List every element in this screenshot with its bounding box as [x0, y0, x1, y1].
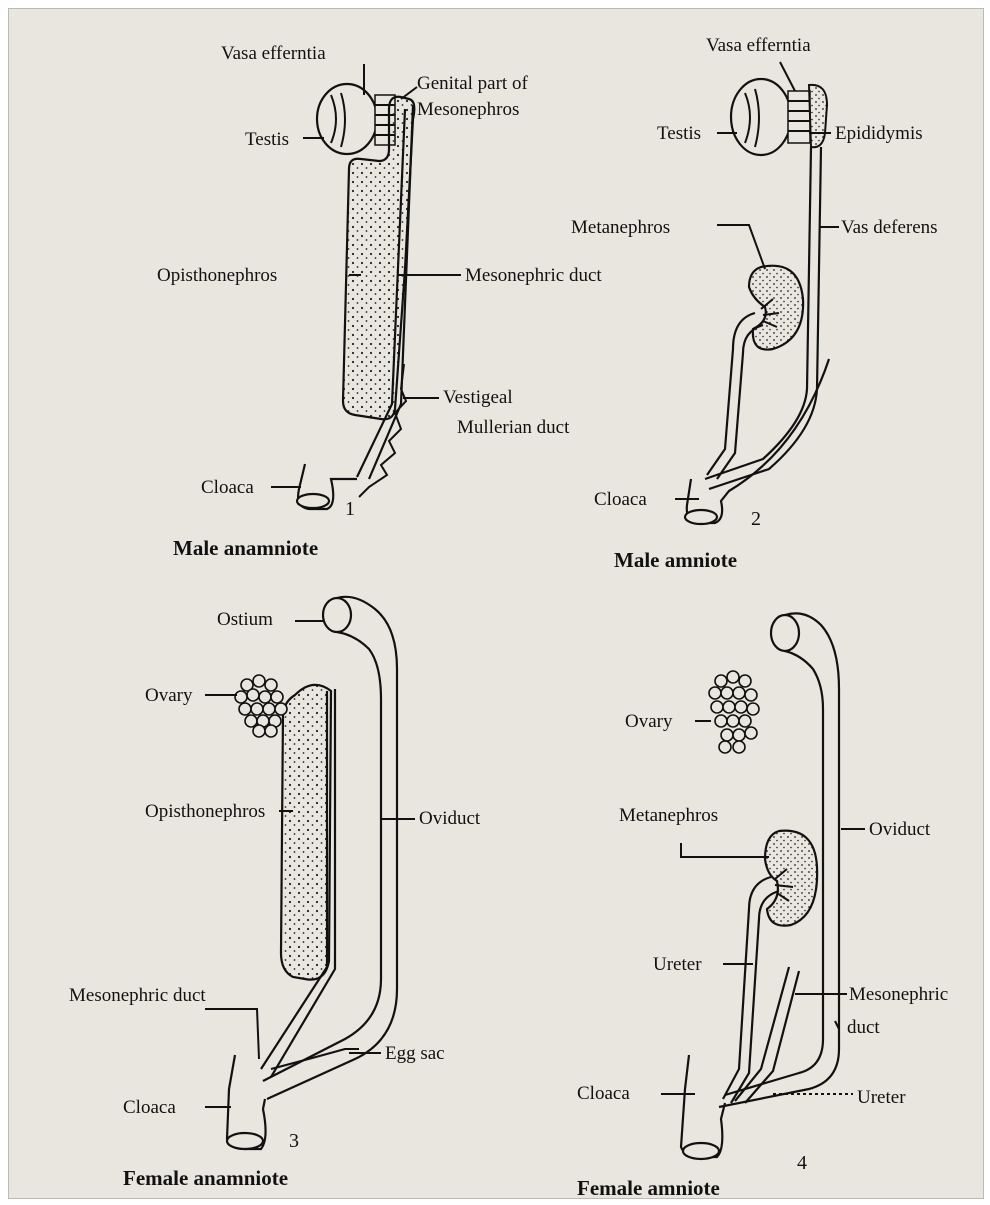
panel-1-male-anamniote: Vasa efferntia Genital part of Mesonephr…: [157, 43, 602, 560]
label-testis-1: Testis: [245, 129, 289, 150]
panel-4-female-amniote: Ovary Metanephros Oviduct Ureter Mesonep…: [577, 613, 948, 1198]
label-mesonephric-duct-3: Mesonephric duct: [69, 985, 206, 1006]
metanephros-4: [765, 831, 817, 926]
label-ureter-upper: Ureter: [653, 954, 702, 975]
panel-number-3: 3: [289, 1130, 299, 1152]
epididymis: [809, 85, 827, 147]
panel-number-1: 1: [345, 498, 355, 520]
label-egg-sac: Egg sac: [385, 1043, 445, 1064]
vas-deferens: [705, 147, 821, 489]
label-oviduct-3: Oviduct: [419, 808, 481, 829]
label-cloaca-2: Cloaca: [594, 489, 647, 510]
label-duct: duct: [847, 1017, 880, 1038]
label-vasa-efferentia-1: Vasa efferntia: [221, 43, 326, 64]
label-vas-deferens: Vas deferens: [841, 217, 938, 238]
egg-sac: [271, 1049, 359, 1069]
testis-1: [317, 84, 377, 154]
caption-3: Female anamniote: [123, 1166, 288, 1190]
label-epididymis: Epididymis: [835, 123, 923, 144]
opisthonephros-3: [281, 685, 331, 980]
label-ovary-4: Ovary: [625, 711, 673, 732]
panel-2-male-amniote: Vasa efferntia Testis Epididymis Metanep…: [571, 35, 938, 572]
label-cloaca-1: Cloaca: [201, 477, 254, 498]
ostium-3: [323, 598, 351, 632]
vasa-efferentia-2: [788, 91, 810, 143]
label-testis-2: Testis: [657, 123, 701, 144]
label-ureter-lower: Ureter: [857, 1087, 906, 1108]
label-mesonephric: Mesonephric: [849, 984, 948, 1005]
ovary-4: [709, 671, 759, 753]
label-vestigeal: Vestigeal: [443, 387, 513, 408]
caption-4: Female amniote: [577, 1176, 720, 1198]
caption-1: Male anamniote: [173, 536, 318, 560]
label-genital-part: Genital part of: [417, 73, 528, 94]
testis-2: [731, 79, 791, 155]
ostium-4: [771, 615, 799, 651]
panel-number-2: 2: [751, 508, 761, 530]
label-oviduct-4: Oviduct: [869, 819, 931, 840]
label-metanephros-4: Metanephros: [619, 805, 718, 826]
urogenital-diagram: Vasa efferntia Genital part of Mesonephr…: [9, 9, 983, 1198]
label-opisthonephros-3: Opisthonephros: [145, 801, 265, 822]
label-mullerian-duct: Mullerian duct: [457, 417, 570, 438]
label-opisthonephros-1: Opisthonephros: [157, 265, 277, 286]
caption-2: Male amniote: [614, 548, 737, 572]
label-cloaca-3: Cloaca: [123, 1097, 176, 1118]
label-mesonephros: Mesonephros: [417, 99, 519, 120]
label-ostium: Ostium: [217, 609, 273, 630]
label-metanephros-2: Metanephros: [571, 217, 670, 238]
panel-number-4: 4: [797, 1152, 807, 1174]
label-cloaca-4: Cloaca: [577, 1083, 630, 1104]
figure-page: Vasa efferntia Genital part of Mesonephr…: [8, 8, 984, 1199]
panel-3-female-anamniote: Ostium Ovary Opisthonephros Oviduct Meso…: [69, 597, 481, 1190]
metanephros-2: [749, 266, 803, 350]
ovary-3: [235, 675, 287, 737]
label-mesonephric-duct-1: Mesonephric duct: [465, 265, 602, 286]
cloaca-4: [681, 1055, 725, 1157]
label-vasa-efferentia-2: Vasa efferntia: [706, 35, 811, 56]
label-ovary-3: Ovary: [145, 685, 193, 706]
